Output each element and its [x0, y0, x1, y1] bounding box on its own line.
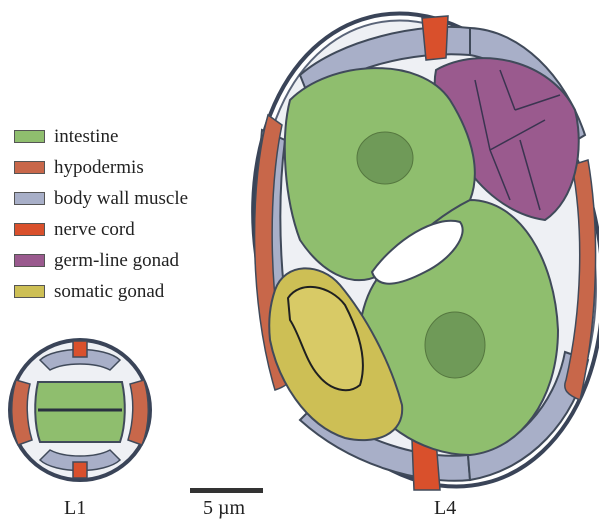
l1-label: L1: [64, 497, 86, 520]
legend-swatch-intestine: [14, 130, 45, 143]
l4-cross-section: [205, 0, 599, 524]
l1-nerve-cord-dorsal: [73, 341, 87, 357]
legend-item-body-wall-muscle: body wall muscle: [14, 183, 188, 214]
scale-label: 5 µm: [203, 497, 245, 520]
legend-swatch-nerve-cord: [14, 223, 45, 236]
legend-swatch-hypodermis: [14, 161, 45, 174]
l4-intestine-nucleus-upper: [357, 132, 413, 184]
l1-nerve-cord-ventral: [73, 462, 87, 478]
l4-intestine-nucleus-lower: [425, 312, 485, 378]
legend-swatch-germline-gonad: [14, 254, 45, 267]
legend-label: nerve cord: [54, 220, 135, 239]
legend-label: germ-line gonad: [54, 251, 179, 270]
legend-label: intestine: [54, 127, 118, 146]
legend-item-intestine: intestine: [14, 121, 188, 152]
l1-intestine: [35, 382, 125, 442]
legend-item-somatic-gonad: somatic gonad: [14, 276, 188, 307]
legend: intestine hypodermis body wall muscle ne…: [14, 121, 188, 307]
legend-label: somatic gonad: [54, 282, 164, 301]
legend-swatch-somatic-gonad: [14, 285, 45, 298]
legend-item-nerve-cord: nerve cord: [14, 214, 188, 245]
legend-item-hypodermis: hypodermis: [14, 152, 188, 183]
l1-cross-section: [10, 340, 150, 480]
scale-bar: [190, 488, 263, 493]
l4-nerve-cord-dorsal: [422, 16, 448, 60]
legend-label: body wall muscle: [54, 189, 188, 208]
legend-label: hypodermis: [54, 158, 144, 177]
legend-swatch-body-wall-muscle: [14, 192, 45, 205]
legend-item-germline-gonad: germ-line gonad: [14, 245, 188, 276]
l4-label: L4: [434, 497, 456, 520]
